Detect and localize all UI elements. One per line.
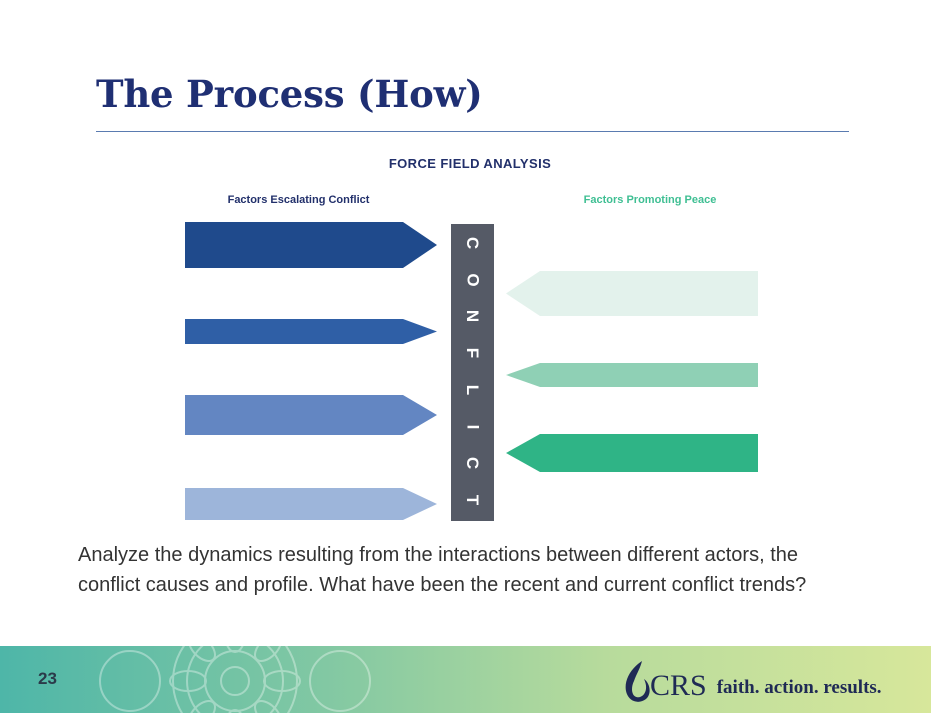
conflict-letter: T [463, 494, 483, 506]
escalating-arrow-1 [185, 222, 437, 268]
escalating-arrow-4 [185, 488, 437, 520]
crs-logo: CRS faith. action. results. [620, 653, 882, 705]
footer-band: 23 CRS faith. action. results. [0, 646, 931, 713]
conflict-bar: C O N F L I C T [451, 224, 494, 521]
peace-arrow-1 [506, 271, 758, 316]
conflict-letter: F [463, 347, 483, 359]
escalating-arrow-3-shape [185, 395, 437, 435]
title-divider [96, 131, 849, 132]
logo-tagline: faith. action. results. [716, 677, 882, 698]
peace-arrow-3-shape [506, 434, 758, 472]
conflict-letter: L [463, 384, 483, 396]
peace-arrow-1-shape [506, 271, 758, 316]
escalating-arrow-2 [185, 319, 437, 344]
peace-arrow-2 [506, 363, 758, 387]
conflict-letter: I [463, 424, 483, 429]
escalating-arrow-4-shape [185, 488, 437, 520]
escalating-arrow-1-shape [185, 222, 437, 268]
mandala-pattern-icon [99, 646, 371, 713]
diagram-heading: FORCE FIELD ANALYSIS [388, 156, 552, 171]
conflict-letter: O [463, 273, 483, 287]
escalating-arrow-3 [185, 395, 437, 435]
conflict-letter: C [463, 457, 483, 470]
left-column-label: Factors Escalating Conflict [227, 194, 370, 206]
peace-arrow-3 [506, 434, 758, 472]
conflict-letter: N [463, 310, 483, 323]
logo-crs-text: CRS [650, 669, 707, 702]
flame-logo-icon [625, 661, 650, 702]
right-column-label: Factors Promoting Peace [583, 194, 717, 206]
peace-arrow-2-shape [506, 363, 758, 387]
body-text: Analyze the dynamics resulting from the … [78, 544, 807, 596]
escalating-arrow-2-shape [185, 319, 437, 344]
slide-number: 23 [38, 669, 57, 688]
conflict-letter: C [463, 236, 483, 250]
slide-title: The Process (How) [96, 72, 483, 116]
